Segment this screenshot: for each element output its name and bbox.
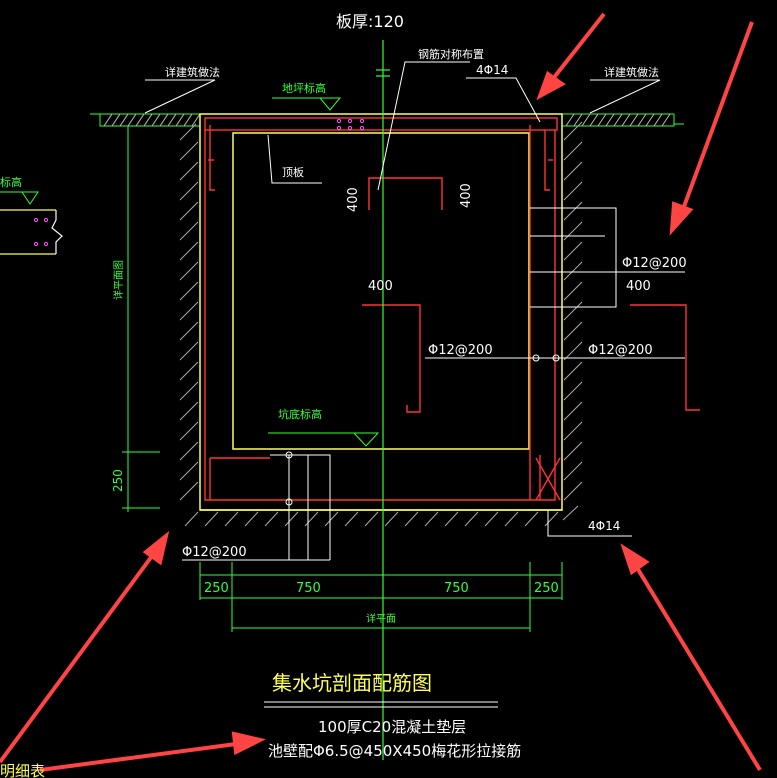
earth-hatch-bottom — [184, 505, 579, 527]
pit-bottom-elevation-label: 坑底标高 — [278, 407, 322, 421]
ground-hatch-left — [99, 113, 201, 127]
rebar-center-label: Φ12@200 — [428, 343, 493, 358]
see-plan-vertical-label: 详平面图 — [112, 260, 125, 300]
rebar-right-wall-label-b: Φ12@200 — [588, 343, 653, 358]
rebar-lines — [204, 117, 700, 501]
slab-thickness-label: 板厚:120 — [336, 12, 404, 31]
detail-method-right-label: 详建筑做法 — [604, 65, 659, 79]
see-plan-horizontal-label: 详平面 — [366, 612, 396, 625]
dim-250-left: 250 — [204, 581, 229, 596]
drawing-note-1: 100厚C20混凝土垫层 — [318, 718, 466, 736]
dim-750-left: 750 — [296, 581, 321, 596]
header-cropped-text: ~ — [330, 0, 342, 2]
drawing-title: 集水坑剖面配筋图 — [272, 671, 432, 695]
dim-400-vertical-b: 400 — [459, 183, 474, 208]
annotation-arrows — [0, 12, 762, 772]
centerline — [376, 40, 390, 760]
floor-elevation-left-label: 标高 — [0, 175, 22, 189]
rebar-right-wall-label-a: Φ12@200 — [622, 256, 687, 271]
dim-400-horizontal-c: 400 — [368, 279, 393, 294]
leader-lines — [144, 61, 685, 561]
pit-concrete-outline — [199, 113, 563, 511]
floor-elevation-label: 地坪标高 — [282, 81, 326, 95]
dimension-lines — [90, 113, 684, 632]
dim-400-vertical-a: 400 — [346, 187, 361, 212]
title-underline — [264, 701, 498, 708]
dim-250-right: 250 — [534, 581, 559, 596]
elevation-markers — [0, 97, 380, 447]
dim-750-right: 750 — [444, 581, 469, 596]
partial-left-title: 明细表 — [0, 762, 45, 778]
top-slab-label: 顶板 — [282, 165, 304, 179]
adjacent-detail-fragment — [0, 209, 63, 255]
dim-400-horizontal-d: 400 — [626, 279, 651, 294]
earth-hatch-right-wall — [563, 121, 583, 501]
rebar-symmetric-layout-label: 钢筋对称布置 — [418, 47, 484, 61]
drawing-note-2: 池壁配Φ6.5@450X450梅花形拉接筋 — [268, 742, 521, 760]
detail-method-left-label: 详建筑做法 — [165, 65, 220, 79]
rebar-bottom-label: Φ12@200 — [182, 545, 247, 560]
corner-bar-top-label: 4Φ14 — [476, 63, 508, 77]
corner-bar-bottom-label: 4Φ14 — [588, 519, 620, 533]
dim-250-vertical: 250 — [111, 469, 125, 492]
earth-hatch-left-wall — [179, 123, 199, 501]
ground-hatch-right — [561, 113, 675, 127]
